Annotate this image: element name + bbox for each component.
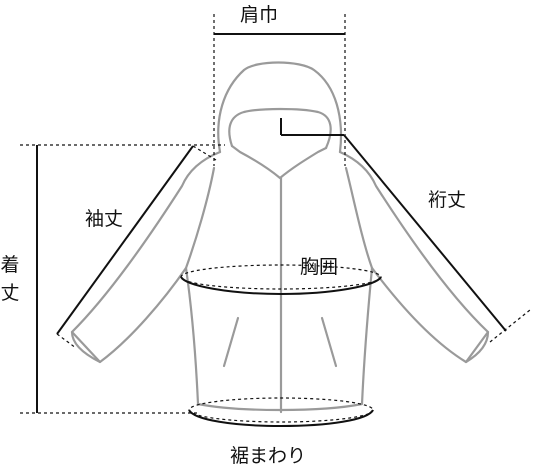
chest-ellipse-front [180, 276, 382, 296]
body-length-label-bottom: 丈 [0, 282, 19, 304]
hem-label: 裾まわり [230, 445, 306, 467]
hood-opening [228, 107, 332, 150]
left-cuff [70, 330, 102, 364]
yuki-length-label: 裄丈 [428, 189, 466, 211]
body-length-label-top: 着 [0, 254, 19, 276]
chest-label: 胸囲 [300, 256, 338, 278]
right-sleeve-inner [344, 166, 374, 270]
shoulder-width-label: 肩巾 [240, 4, 278, 26]
sleeve-length-tick-bottom [56, 333, 77, 349]
left-pocket [222, 316, 240, 368]
yuki-length-line-diagonal [343, 134, 507, 332]
measurement-lines [20, 14, 531, 428]
sleeve-length-tick-top [192, 145, 217, 161]
sleeve-length-line [56, 145, 194, 335]
right-cuff [464, 330, 490, 364]
hood-lower-edge [230, 144, 328, 180]
sleeve-length-label: 袖丈 [85, 208, 123, 230]
hood-outer [217, 61, 343, 154]
hem-ellipse-front [188, 409, 374, 428]
left-sleeve-inner [184, 166, 216, 270]
right-pocket [320, 316, 338, 368]
measurement-labels: 肩巾 袖丈 裄丈 胸囲 着 丈 裾まわり [0, 4, 466, 467]
jacket-outline [70, 61, 490, 414]
yuki-length-tick-bottom [489, 309, 531, 343]
